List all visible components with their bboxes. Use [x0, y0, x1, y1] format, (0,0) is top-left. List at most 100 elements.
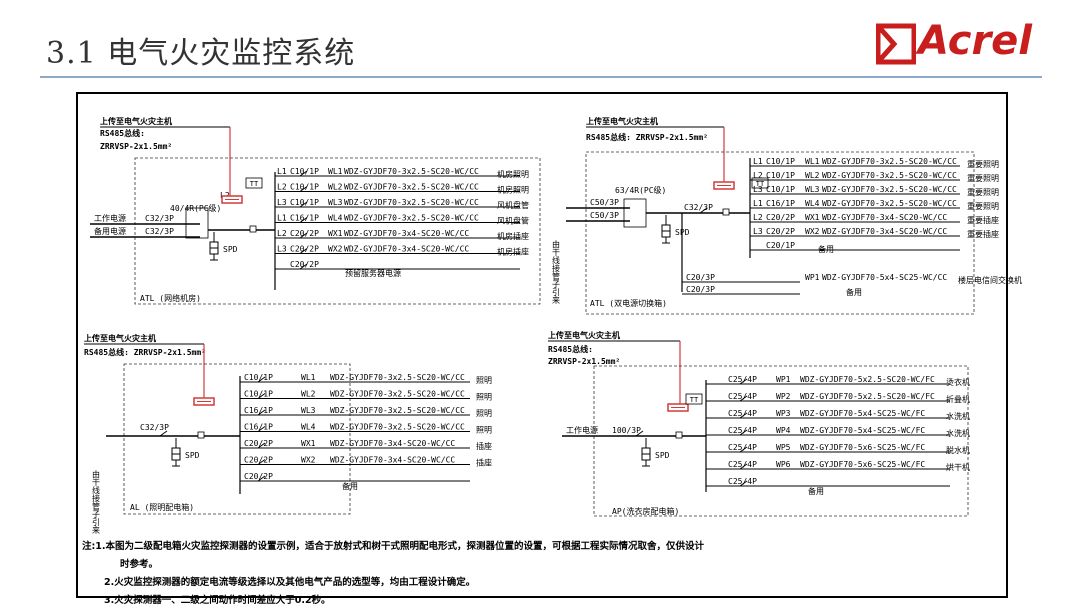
branch-breaker-label: C25/4P [728, 392, 757, 401]
load-label: 风机盘管 [497, 200, 529, 210]
bus-label: RS485总线: ZRRVSP-2x1.5mm² [586, 132, 708, 142]
load-label: 重要照明 [967, 159, 999, 169]
branch-breaker-label: C10/1P [290, 198, 319, 207]
load-label: 楼层电信间交换机 [958, 275, 1022, 285]
circuit-id: WL4 [805, 199, 820, 208]
circuit-id: WP3 [776, 409, 791, 418]
branch-breaker-label: C10/1P [244, 373, 273, 382]
breaker-switch-icon [257, 376, 266, 383]
cable-spec: WDZ-GYJDF70-3x2.5-SC20-WC/CC [822, 171, 957, 180]
branch-breaker-label: C20/2P [244, 472, 273, 481]
cable-spec: WDZ-GYJDF70-5x4-SC25-WC/CC [822, 273, 947, 282]
circuit-id: WL2 [328, 183, 343, 192]
panel-name: ATL (双电源切换箱) [590, 298, 667, 308]
breaker-switch-icon [739, 429, 748, 436]
current-transformer-icon [722, 208, 730, 216]
load-label: 备用 [342, 481, 358, 491]
load-label: 风机盘管 [497, 216, 529, 226]
breaker-switch-icon [739, 395, 748, 402]
cable-spec: WDZ-GYJDF70-5x6-SC25-WC/FC [800, 460, 925, 469]
breaker-switch-icon [257, 393, 266, 399]
source-label: 备用电源 [94, 226, 126, 236]
cable-spec: WDZ-GYJDF70-3x2.5-SC20-WC/CC [344, 167, 479, 176]
cable-spec: WDZ-GYJDF70-3x4-SC20-WC/CC [344, 245, 469, 254]
branch-breaker-label: C25/4P [728, 375, 757, 384]
load-label: 重要插座 [967, 215, 999, 225]
breaker-switch-icon [257, 426, 266, 432]
load-label: 重要照明 [967, 173, 999, 183]
panel-name: AP(洗衣房配电箱) [612, 506, 679, 516]
panel-name: ATL (网络机房) [140, 293, 201, 303]
bus-label: RS485总线: ZRRVSP-2x1.5mm² [84, 347, 206, 357]
breaker-switch-icon [739, 463, 748, 470]
circuit-id: WL2 [805, 171, 820, 180]
load-label: 脱水机 [946, 445, 970, 455]
breaker-switch-icon [299, 170, 308, 177]
cable-spec: WDZ-GYJDF70-3x2.5-SC20-WC/CC [330, 390, 465, 399]
source-label: 工作电源 [94, 213, 126, 223]
phase-label: L1 [277, 214, 287, 223]
breaker-switch-icon [739, 480, 748, 487]
note-line-3: 3.火灾探测器一、二级之间动作时间差应大于0.2秒。 [104, 595, 331, 606]
phase-label: L2 [753, 171, 763, 180]
breaker-switch-icon [739, 378, 748, 385]
branch-breaker-label: C16/1P [244, 423, 273, 432]
circuit-id: WL1 [328, 167, 343, 176]
cable-spec: WDZ-GYJDF70-3x2.5-SC20-WC/CC [822, 185, 957, 194]
circuit-id: WX2 [328, 245, 343, 254]
circuit-id: WX1 [805, 213, 820, 222]
load-label: 机房照明 [497, 169, 529, 179]
branch-breaker-label: C20/2P [244, 456, 273, 465]
cable-spec: WDZ-GYJDF70-3x2.5-SC20-WC/CC [330, 406, 465, 415]
note-line-1: 注:1.本图为二级配电箱火灾监控探测器的设置示例，适合于放射式和树干式照明配电形… [82, 541, 705, 552]
spd-label: SPD [185, 451, 200, 460]
breaker-switch-icon [299, 248, 308, 254]
circuit-id: WL3 [805, 185, 820, 194]
breaker-switch-icon [739, 446, 748, 453]
cable-spec: WDZ-GYJDF70-5x6-SC25-WC/FC [800, 443, 925, 452]
bus-label: RS485总线: [548, 344, 593, 354]
circuit-id: WL3 [328, 198, 343, 207]
breaker-switch-icon [299, 263, 308, 270]
source-breaker-label: C32/3P [145, 214, 174, 223]
ats-switch-icon [185, 207, 209, 239]
load-label: 重要插座 [967, 229, 999, 239]
branch-breaker-label: C16/1P [244, 406, 273, 415]
branch-breaker-label: C16/1P [290, 214, 319, 223]
branch-breaker-label: C25/4P [728, 443, 757, 452]
branch-breaker-label: C20/2P [290, 245, 319, 254]
breaker-switch-icon [257, 442, 266, 449]
cable-spec: WDZ-GYJDF70-3x4-SC20-WC/CC [822, 227, 947, 236]
cable-spec: WDZ-GYJDF70-3x2.5-SC20-WC/CC [822, 199, 957, 208]
cable-spec: WDZ-GYJDF70-5x2.5-SC20-WC/FC [800, 375, 935, 384]
branch-breaker-label: C25/4P [728, 477, 757, 486]
spd-label: SPD [655, 451, 670, 460]
cable-spec: WDZ-GYJDF70-3x2.5-SC20-WC/CC [344, 198, 479, 207]
branch-breaker-label: C20/3P [686, 273, 715, 282]
breaker-switch-icon [299, 232, 308, 239]
circuit-id: WX2 [805, 227, 820, 236]
trunk-breaker-label: C32/3P [684, 203, 713, 212]
tt-label: TT [250, 180, 259, 188]
load-label: 插座 [476, 458, 492, 468]
load-label: 备用 [808, 486, 824, 496]
circuit-id: WL1 [805, 157, 820, 166]
load-label: 照明 [476, 376, 492, 385]
cable-spec: WDZ-GYJDF70-3x2.5-SC20-WC/CC [822, 157, 957, 166]
load-label: 水洗机 [946, 428, 970, 438]
breaker-switch-icon [739, 412, 748, 419]
circuit-id: WL2 [301, 390, 316, 399]
load-label: 照明 [476, 409, 492, 418]
load-label: 机房照明 [497, 185, 529, 195]
circuit-id: WL4 [328, 214, 343, 223]
panel-name: AL (照明配电箱) [130, 502, 194, 512]
bus-cable-label: ZRRVSP-2x1.5mm² [548, 357, 620, 366]
current-transformer-icon [675, 431, 683, 439]
load-label: 烫衣机 [946, 377, 970, 387]
branch-breaker-label: C20/3P [686, 285, 715, 294]
notes-section: 注:1.本图为二级配电箱火灾监控探测器的设置示例，适合于放射式和树干式照明配电形… [82, 538, 704, 610]
feeder-vertical-label: 由干线接管子引来 [552, 239, 561, 305]
phase-label: L3 [753, 227, 763, 236]
tt-box [245, 177, 263, 189]
breaker-switch-icon [257, 459, 266, 465]
